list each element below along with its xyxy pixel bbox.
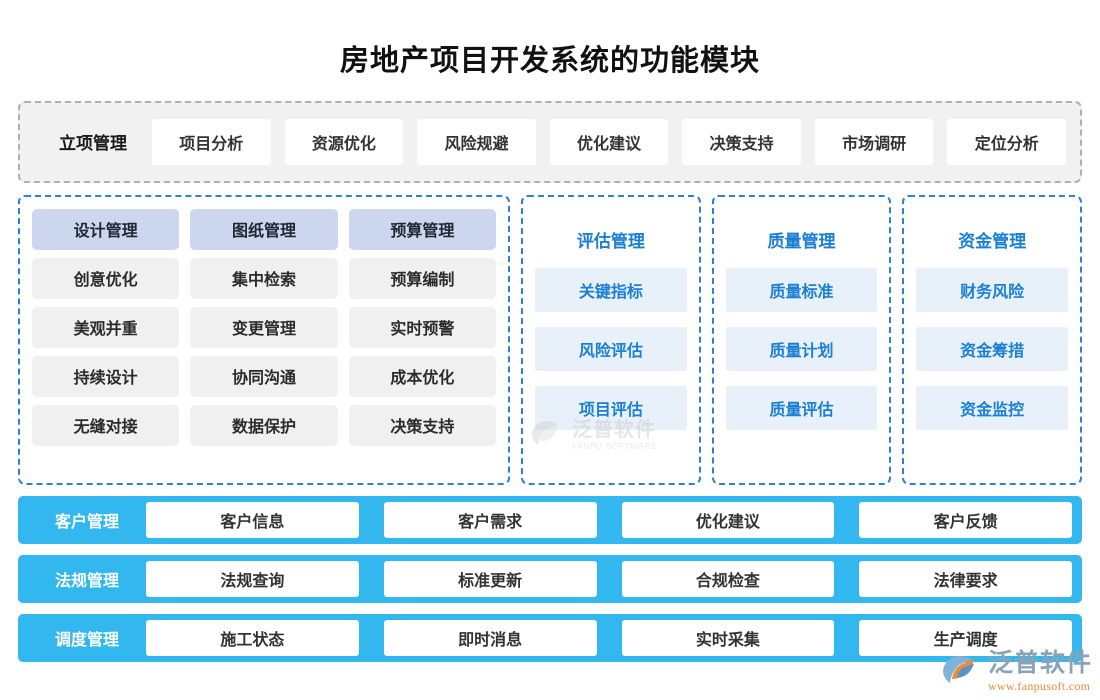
bar-label-regulation-management: 法规管理 [54, 572, 119, 590]
bar-label-customer-management: 客户管理 [54, 513, 119, 531]
panel-header: 评估管理 [576, 231, 645, 251]
column-item[interactable]: 持续设计 [32, 355, 180, 397]
module-cell[interactable]: 市场调研 [814, 118, 934, 165]
panel-funds-management: 资金管理 财务风险 资金筹措 资金监控 [902, 194, 1083, 485]
module-cell[interactable]: 风险规避 [417, 118, 536, 165]
bar-cell[interactable]: 合规检查 [621, 560, 835, 597]
column-item[interactable]: 成本优化 [348, 355, 496, 397]
section-project-initiation: 立项管理 项目分析 资源优化 风险规避 优化建议 决策支持 市场调研 定位分析 [18, 100, 1082, 183]
column-item[interactable]: 无缝对接 [32, 404, 180, 446]
bar-label-dispatch-management: 调度管理 [54, 631, 119, 649]
panel-item[interactable]: 资金监控 [916, 385, 1069, 430]
bar-cell[interactable]: 客户需求 [383, 501, 597, 538]
panel-quality-management: 质量管理 质量标准 质量计划 质量评估 [711, 194, 892, 485]
bar-cell[interactable]: 法律要求 [859, 560, 1072, 597]
module-cell[interactable]: 优化建议 [549, 118, 669, 165]
column-budget-management: 预算管理 预算编制 实时预警 成本优化 决策支持 [348, 208, 496, 473]
column-item[interactable]: 变更管理 [190, 306, 338, 348]
panel-assessment-management: 评估管理 关键指标 风险评估 项目评估 [521, 194, 701, 485]
column-item[interactable]: 协同沟通 [190, 355, 338, 397]
bar-cell[interactable]: 客户反馈 [859, 501, 1072, 538]
column-header[interactable]: 图纸管理 [190, 208, 338, 250]
module-cell[interactable]: 定位分析 [947, 118, 1067, 165]
bar-customer-management: 客户管理 客户信息 客户需求 优化建议 客户反馈 [18, 495, 1082, 544]
bar-dispatch-management: 调度管理 施工状态 即时消息 实时采集 生产调度 [18, 613, 1082, 662]
project-initiation-cells: 项目分析 资源优化 风险规避 优化建议 决策支持 市场调研 定位分析 [152, 118, 1067, 165]
panel-item[interactable]: 质量评估 [725, 385, 878, 430]
column-header[interactable]: 设计管理 [32, 208, 180, 250]
bar-cell[interactable]: 标准更新 [383, 560, 597, 597]
watermark-corner-en: www.fanpusoft.com [987, 679, 1091, 693]
bar-cell[interactable]: 生产调度 [859, 619, 1072, 656]
column-design-management: 设计管理 创意优化 美观并重 持续设计 无缝对接 [32, 208, 180, 473]
page-title: 房地产项目开发系统的功能模块 [339, 45, 760, 77]
column-item[interactable]: 创意优化 [32, 257, 180, 299]
panel-header: 质量管理 [767, 231, 836, 251]
module-cell[interactable]: 项目分析 [152, 118, 271, 165]
bar-cell[interactable]: 即时消息 [383, 619, 597, 656]
middle-panel-row: 设计管理 创意优化 美观并重 持续设计 无缝对接 图纸管理 集中检索 变更管理 … [18, 194, 1083, 485]
panel-item[interactable]: 资金筹措 [916, 326, 1069, 371]
panel-item[interactable]: 关键指标 [535, 267, 687, 312]
bar-cell[interactable]: 实时采集 [621, 619, 835, 656]
column-drawing-management: 图纸管理 集中检索 变更管理 协同沟通 数据保护 [190, 208, 338, 473]
panel-item[interactable]: 项目评估 [535, 385, 687, 430]
panel-design-drawing-budget: 设计管理 创意优化 美观并重 持续设计 无缝对接 图纸管理 集中检索 变更管理 … [18, 194, 510, 485]
panel-header: 资金管理 [958, 231, 1027, 251]
bar-cell[interactable]: 优化建议 [621, 501, 835, 538]
column-item[interactable]: 决策支持 [348, 404, 496, 446]
panel-item[interactable]: 质量标准 [725, 267, 878, 312]
module-cell[interactable]: 决策支持 [682, 118, 801, 165]
bar-cell[interactable]: 客户信息 [146, 501, 359, 538]
module-cell[interactable]: 资源优化 [284, 118, 404, 165]
bar-regulation-management: 法规管理 法规查询 标准更新 合规检查 法律要求 [18, 554, 1082, 603]
bar-cell[interactable]: 施工状态 [146, 619, 359, 656]
panel-item[interactable]: 质量计划 [725, 326, 878, 371]
panel-item[interactable]: 财务风险 [916, 267, 1069, 312]
panel-item[interactable]: 风险评估 [535, 326, 687, 371]
column-header[interactable]: 预算管理 [348, 208, 496, 250]
column-item[interactable]: 实时预警 [348, 306, 496, 348]
column-item[interactable]: 数据保护 [190, 404, 338, 446]
bar-cell[interactable]: 法规查询 [146, 560, 359, 597]
column-item[interactable]: 集中检索 [190, 257, 338, 299]
section-label-project-initiation: 立项管理 [59, 134, 127, 154]
column-item[interactable]: 美观并重 [32, 306, 180, 348]
column-item[interactable]: 预算编制 [348, 257, 496, 299]
